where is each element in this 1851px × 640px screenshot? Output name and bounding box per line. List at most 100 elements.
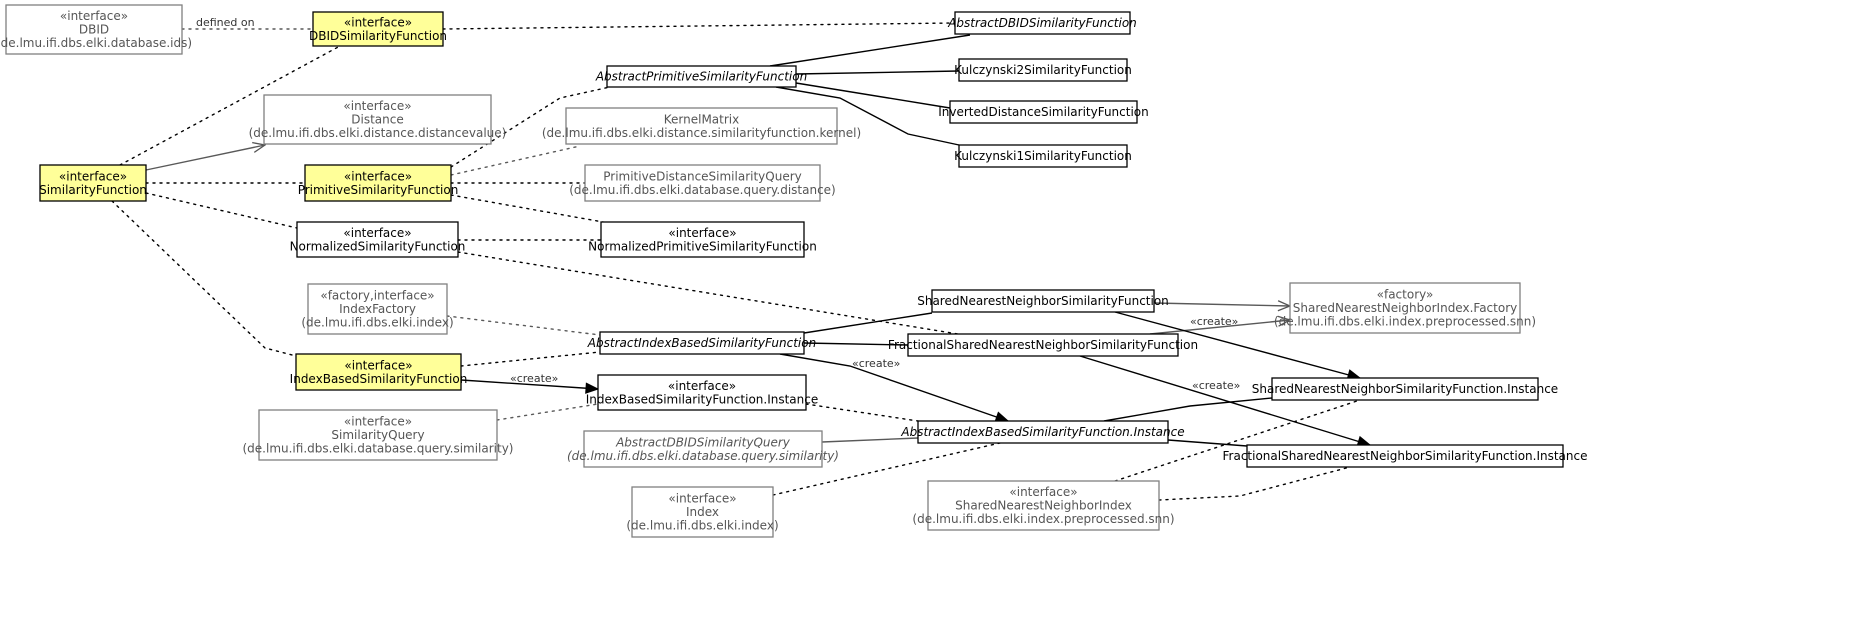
e-fracsnn-fracinst xyxy=(1079,355,1370,445)
node-kulc2[interactable]: Kulczynski2SimilarityFunction xyxy=(954,58,1132,82)
node-text-line: «interface» xyxy=(668,226,736,240)
node-abs-dbid-sim[interactable]: AbstractDBIDSimilarityFunction xyxy=(947,11,1137,35)
node-text-line: PrimitiveSimilarityFunction xyxy=(298,183,459,197)
node-box xyxy=(583,430,823,468)
node-text-line: IndexBasedSimilarityFunction.Instance xyxy=(586,392,819,406)
node-text-line: «interface» xyxy=(668,379,736,393)
node-box xyxy=(307,283,448,335)
e-absdbidq-absidxinst xyxy=(821,437,919,443)
node-text-line: AbstractDBIDSimilarityQuery xyxy=(615,435,791,449)
node-text-line: «interface» xyxy=(344,358,412,372)
e-fracsnn-factory xyxy=(1149,320,1290,335)
node-text-line: AbstractPrimitiveSimilarityFunction xyxy=(595,70,807,84)
node-text-line: SharedNearestNeighborSimilarityFunction xyxy=(917,294,1169,308)
node-snn-sim-inst[interactable]: SharedNearestNeighborSimilarityFunction.… xyxy=(1252,377,1558,401)
e-simquery-idxinst xyxy=(496,403,599,421)
node-inv-dist[interactable]: InvertedDistanceSimilarityFunction xyxy=(938,100,1149,124)
node-box xyxy=(631,486,774,538)
e-simfunc-idxsim xyxy=(111,200,297,357)
e-snnindex-fracinst xyxy=(1158,466,1351,501)
node-text-line: (de.lmu.ifi.dbs.elki.index.preprocessed.… xyxy=(912,512,1174,526)
node-box xyxy=(954,11,1131,35)
node-text-line: «interface» xyxy=(60,9,128,23)
node-abs-idx-sim[interactable]: AbstractIndexBasedSimilarityFunction xyxy=(587,331,816,355)
node-text-line: AbstractIndexBasedSimilarityFunction.Ins… xyxy=(900,425,1184,439)
node-sim-func[interactable]: «interface»SimilarityFunction xyxy=(39,164,147,202)
e-absidx-snnsim xyxy=(803,312,933,334)
node-box xyxy=(599,331,805,355)
e-simfunc-distance xyxy=(145,145,265,171)
node-text-line: (de.lmu.ifi.dbs.elki.database.ids) xyxy=(0,36,192,50)
node-text-line: Distance xyxy=(351,113,403,127)
node-box xyxy=(600,221,805,258)
node-text-line: (de.lmu.ifi.dbs.elki.database.query.dist… xyxy=(569,183,835,197)
e-absprim-kulc2 xyxy=(795,70,960,75)
node-index[interactable]: «interface»Index(de.lmu.ifi.dbs.elki.ind… xyxy=(626,486,779,538)
node-box xyxy=(927,480,1160,531)
e-idxsim-idxinst xyxy=(460,379,598,389)
e-absidx-fracsnn xyxy=(803,342,909,346)
node-text-line: (de.lmu.ifi.dbs.elki.distance.similarity… xyxy=(542,126,861,140)
node-abs-idx-inst[interactable]: AbstractIndexBasedSimilarityFunction.Ins… xyxy=(900,420,1185,444)
node-box xyxy=(931,289,1155,313)
node-idx-sim-inst[interactable]: «interface»IndexBasedSimilarityFunction.… xyxy=(586,374,819,411)
node-text-line: IndexBasedSimilarityFunction xyxy=(290,372,468,386)
node-text-line: «interface» xyxy=(1009,485,1077,499)
node-norm-prim-sim[interactable]: «interface»NormalizedPrimitiveSimilarity… xyxy=(588,221,817,258)
node-text-line: SharedNearestNeighborIndex.Factory xyxy=(1293,301,1517,315)
node-box xyxy=(907,333,1179,357)
node-text-line: «interface» xyxy=(344,415,412,429)
node-dbid[interactable]: «interface»DBID(de.lmu.ifi.dbs.elki.data… xyxy=(0,4,192,55)
e-snnsim-snninst xyxy=(1114,311,1360,378)
node-box xyxy=(565,107,838,145)
node-prim-dist-query[interactable]: PrimitiveDistanceSimilarityQuery(de.lmu.… xyxy=(569,164,836,202)
node-abs-prim-sim[interactable]: AbstractPrimitiveSimilarityFunction xyxy=(595,65,807,88)
node-text-line: SimilarityQuery xyxy=(331,428,424,442)
e-snnindex-snninst xyxy=(1114,399,1361,482)
node-box xyxy=(295,353,462,391)
node-distance[interactable]: «interface»Distance(de.lmu.ifi.dbs.elki.… xyxy=(249,94,507,145)
node-norm-sim[interactable]: «interface»NormalizedSimilarityFunction xyxy=(290,221,466,258)
node-text-line: NormalizedPrimitiveSimilarityFunction xyxy=(588,239,817,253)
node-snn-sim[interactable]: SharedNearestNeighborSimilarityFunction xyxy=(917,289,1169,313)
node-sim-query[interactable]: «interface»SimilarityQuery(de.lmu.ifi.db… xyxy=(242,409,514,461)
node-text-line: «interface» xyxy=(59,169,127,183)
node-snn-factory[interactable]: «factory»SharedNearestNeighborIndex.Fact… xyxy=(1274,282,1536,334)
e-idxfactory-absidx xyxy=(446,315,601,336)
node-idx-sim[interactable]: «interface»IndexBasedSimilarityFunction xyxy=(290,353,468,391)
node-text-line: «interface» xyxy=(344,169,412,183)
node-box xyxy=(958,58,1128,82)
edge-label-create-snn-factory: «create» xyxy=(1190,315,1238,328)
node-frac-snn-sim[interactable]: FractionalSharedNearestNeighborSimilarit… xyxy=(888,333,1198,357)
node-box xyxy=(39,164,147,202)
node-text-line: «interface» xyxy=(343,99,411,113)
node-text-line: DBIDSimilarityFunction xyxy=(309,29,447,43)
node-box xyxy=(5,4,183,55)
e-simfunc-dbidsim xyxy=(119,45,341,166)
e-absidx-absidxinst xyxy=(779,353,1008,421)
node-index-factory[interactable]: «factory,interface»IndexFactory(de.lmu.i… xyxy=(301,283,454,335)
e-primsim-kernel xyxy=(450,145,581,176)
node-snn-index[interactable]: «interface»SharedNearestNeighborIndex(de… xyxy=(912,480,1175,531)
node-dbid-sim[interactable]: «interface»DBIDSimilarityFunction xyxy=(309,11,447,47)
edge-label-create-idx-inst: «create» xyxy=(510,372,558,385)
edges-layer xyxy=(111,22,1370,501)
e-absprim-absdbid xyxy=(769,34,971,67)
node-box xyxy=(597,374,807,411)
node-text-line: «interface» xyxy=(343,226,411,240)
node-prim-sim[interactable]: «interface»PrimitiveSimilarityFunction xyxy=(298,164,459,202)
node-kernel[interactable]: KernelMatrix(de.lmu.ifi.dbs.elki.distanc… xyxy=(542,107,861,145)
node-frac-snn-inst[interactable]: FractionalSharedNearestNeighborSimilarit… xyxy=(1223,444,1588,468)
node-abs-dbid-query[interactable]: AbstractDBIDSimilarityQuery(de.lmu.ifi.d… xyxy=(567,430,839,468)
node-box xyxy=(606,65,797,88)
node-text-line: (de.lmu.ifi.dbs.elki.database.query.simi… xyxy=(242,442,513,456)
node-text-line: FractionalSharedNearestNeighborSimilarit… xyxy=(1223,449,1588,463)
edge-labels-layer: defined on«create»«create»«create»«creat… xyxy=(196,16,1240,392)
e-normsim-fracsnn xyxy=(457,251,971,337)
node-text-line: Kulczynski2SimilarityFunction xyxy=(954,63,1132,77)
e-snnsim-factory xyxy=(1153,303,1290,306)
node-kulc1[interactable]: Kulczynski1SimilarityFunction xyxy=(954,144,1132,168)
e-primsim-normprim xyxy=(450,194,604,223)
edge-label-defined-on: defined on xyxy=(196,16,255,29)
